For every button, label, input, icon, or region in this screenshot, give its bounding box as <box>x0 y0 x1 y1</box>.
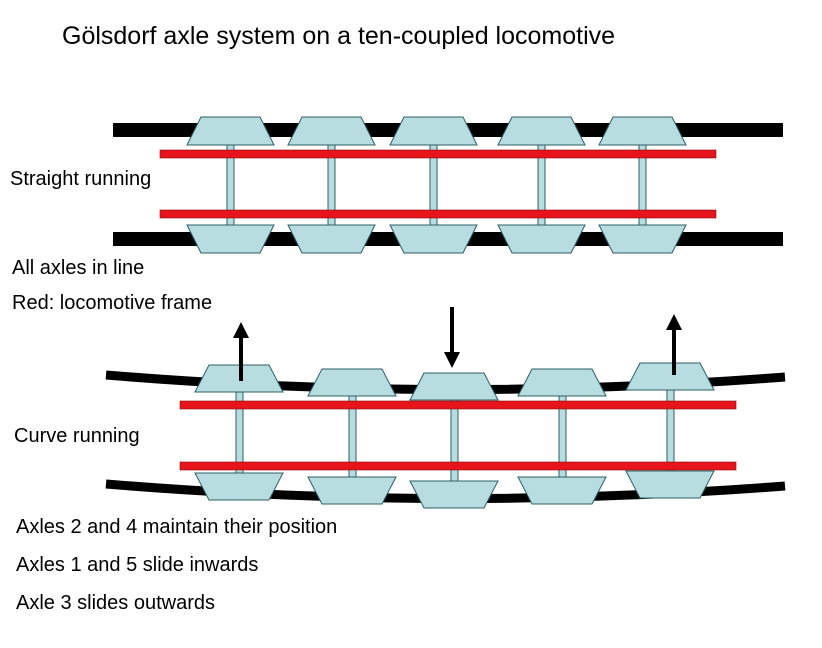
note-axles-1-and-5: Axles 1 and 5 slide inwards <box>16 554 259 576</box>
straight-wheel-1-lower <box>186 224 275 254</box>
straight-lower-frame <box>159 209 717 219</box>
straight-running-diagram <box>113 116 783 254</box>
note-all-axles-in-line: All axles in line <box>12 257 145 279</box>
straight-upper-wheels <box>186 116 687 146</box>
straight-wheel-4-lower <box>497 224 586 254</box>
straight-wheel-2-lower <box>287 224 376 254</box>
straight-lower-wheels <box>186 224 687 254</box>
curve-wheel-3-upper <box>409 372 499 401</box>
straight-wheel-5-lower <box>598 224 687 254</box>
curve-wheel-3-lower <box>409 480 499 509</box>
straight-wheel-2-upper <box>287 116 376 146</box>
straight-wheel-3-lower <box>389 224 478 254</box>
note-frame-color: Red: locomotive frame <box>12 292 213 314</box>
straight-wheel-1-upper <box>186 116 275 146</box>
straight-wheel-4-upper <box>497 116 586 146</box>
curve-running-diagram <box>105 307 786 509</box>
curve-wheel-5-lower <box>625 470 715 499</box>
note-axles-2-and-4: Axles 2 and 4 maintain their position <box>16 516 338 538</box>
note-axle-3: Axle 3 slides outwards <box>16 592 215 614</box>
curve-wheel-4-lower <box>517 476 607 505</box>
straight-wheel-3-upper <box>389 116 478 146</box>
straight-running-label: Straight running <box>10 168 152 190</box>
straight-wheel-5-upper <box>598 116 687 146</box>
curve-upper-wheels <box>194 362 715 401</box>
curve-wheel-2-upper <box>307 368 397 397</box>
curve-lower-frame <box>179 461 737 471</box>
straight-upper-frame <box>159 149 717 159</box>
curve-upper-frame <box>179 400 737 410</box>
curve-wheel-1-lower <box>194 472 284 501</box>
curve-wheel-5-upper <box>625 362 715 391</box>
curve-running-label: Curve running <box>14 425 140 447</box>
curve-axle-1 <box>235 384 244 476</box>
curve-wheel-2-lower <box>307 476 397 505</box>
curve-lower-wheels <box>194 470 715 509</box>
curve-wheel-4-upper <box>517 368 607 397</box>
curve-axle-5 <box>666 384 675 476</box>
diagram-title: Gölsdorf axle system on a ten-coupled lo… <box>62 22 616 50</box>
